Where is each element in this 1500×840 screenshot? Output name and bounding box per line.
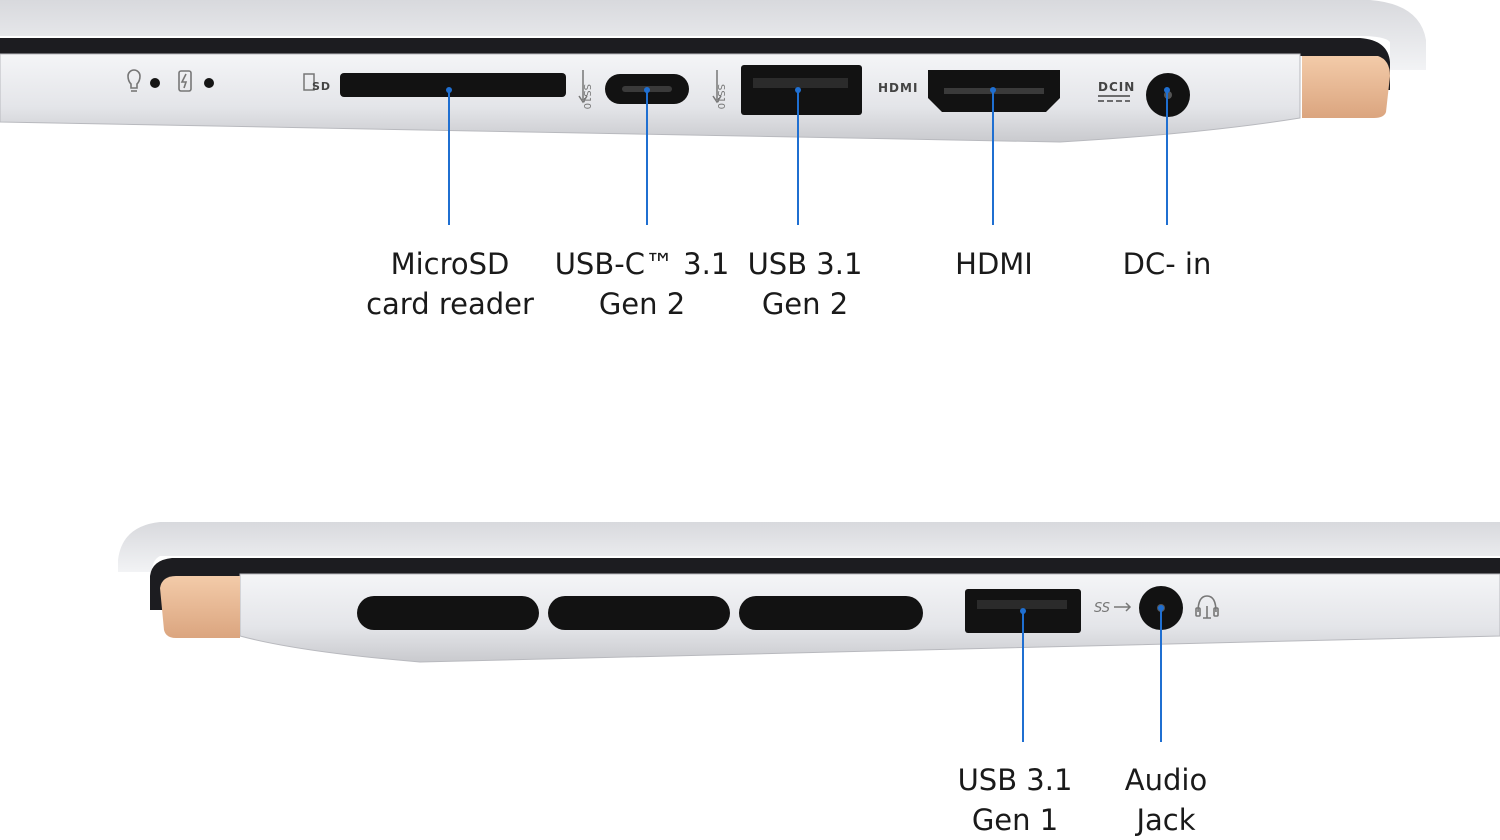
vent-2 (548, 596, 730, 630)
label-dc-in: DC- in (1123, 244, 1212, 284)
label-usb-3-1-gen2: USB 3.1 Gen 2 (748, 244, 863, 324)
label-line: USB 3.1 (747, 247, 863, 281)
lid-gap (150, 558, 1500, 610)
top-callouts (446, 87, 1170, 225)
vent-1 (357, 596, 539, 630)
svg-text:SS: SS (1094, 601, 1110, 616)
superspeed-10-icon: SS10 (712, 70, 726, 109)
label-line: Audio (1124, 763, 1208, 797)
sd-card-icon: SD (303, 73, 331, 93)
hinge (160, 576, 240, 638)
usb-a-tongue (753, 78, 848, 88)
svg-text:SS10: SS10 (581, 84, 592, 109)
power-led (150, 78, 160, 88)
label-line: MicroSD (390, 247, 510, 281)
label-microsd-card-reader: MicroSD card reader (366, 244, 534, 324)
headset-mic-icon (1195, 595, 1219, 619)
label-line: Jack (1136, 803, 1196, 837)
label-line: Gen 1 (971, 803, 1059, 837)
label-hdmi: HDMI (955, 244, 1033, 284)
label-line: DC- in (1122, 247, 1212, 281)
superspeed-icon: SS (1094, 601, 1132, 616)
label-line: Gen 2 (761, 287, 849, 321)
label-usb-3-1-gen1: USB 3.1 Gen 1 (958, 760, 1073, 840)
battery-charge-icon (178, 70, 192, 92)
usb-a-port-gen2 (741, 65, 862, 115)
lid-top (0, 0, 1426, 70)
usb-a-tongue (977, 600, 1067, 609)
lid-top (118, 522, 1500, 572)
superspeed-10-icon: SS10 (578, 70, 592, 109)
lid-gap (0, 38, 1390, 90)
dcin-port-label: DCIN (1098, 80, 1135, 94)
svg-text:SD: SD (312, 80, 331, 93)
hinge (1302, 56, 1390, 118)
label-audio-jack: Audio Jack (1125, 760, 1207, 840)
laptop-right-side: SD SS10 SS10 HDMI (0, 0, 1426, 143)
laptop-left-side: SS (118, 522, 1500, 663)
hdmi-port-label: HDMI (878, 81, 918, 95)
label-line: HDMI (955, 247, 1033, 281)
charge-led (204, 78, 214, 88)
svg-text:SS10: SS10 (715, 84, 726, 109)
label-line: Gen 2 (598, 287, 686, 321)
bottom-callouts (1020, 605, 1164, 742)
vent-3 (739, 596, 923, 630)
label-line: USB-C™ 3.1 (554, 247, 730, 281)
microsd-slot (340, 73, 566, 97)
label-usb-c-gen2: USB-C™ 3.1 Gen 2 (555, 244, 730, 324)
label-line: USB 3.1 (957, 763, 1073, 797)
label-line: card reader (366, 287, 534, 321)
light-indicator-icon (127, 69, 141, 92)
